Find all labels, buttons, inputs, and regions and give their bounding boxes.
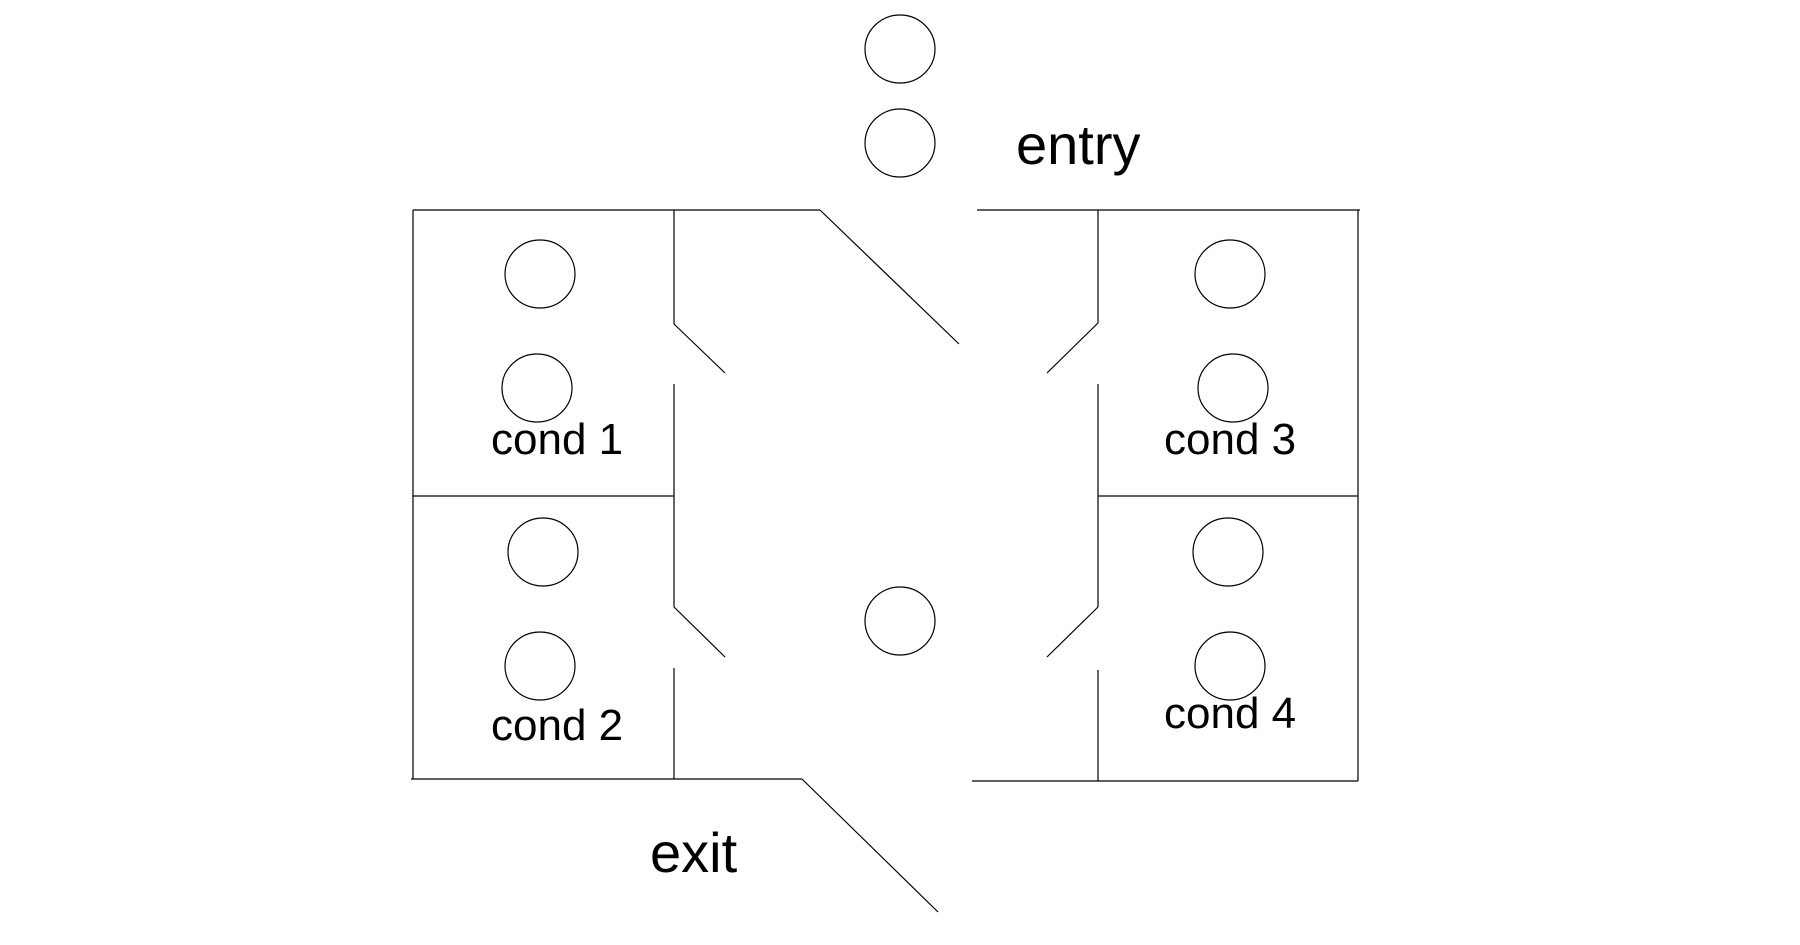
right-booth-door-upper	[1046, 322, 1099, 374]
right-booth-door-lower	[1046, 606, 1099, 658]
doors	[801, 209, 960, 913]
labels: entry exit cond 1 cond 2 cond 3 cond 4	[491, 113, 1296, 884]
left-booths	[413, 210, 726, 779]
cond2-person-circle	[507, 517, 579, 587]
cond1-person-circle	[504, 239, 576, 309]
people	[501, 14, 1269, 701]
cond4-person-circle	[1192, 517, 1264, 587]
cond3-person-circle	[1194, 239, 1266, 309]
entry-person-circle	[864, 14, 936, 84]
entry-door	[819, 209, 960, 345]
cond1-label: cond 1	[491, 415, 623, 464]
cond3-label: cond 3	[1164, 415, 1296, 464]
left-booth-door-lower	[673, 606, 726, 658]
cond2-label: cond 2	[491, 701, 623, 750]
cond2-person-circle	[504, 631, 576, 701]
entry-label: entry	[1016, 113, 1141, 176]
cond4-label: cond 4	[1164, 689, 1296, 738]
cond3-person-circle	[1197, 353, 1269, 423]
left-booth-door-upper	[673, 323, 726, 374]
entry-person-circle	[864, 108, 936, 178]
exit-door	[801, 778, 939, 913]
right-booths	[1046, 210, 1358, 781]
cond4-person-circle	[1194, 631, 1266, 701]
outer-walls	[411, 209, 1360, 782]
center-person-circle	[864, 586, 936, 656]
exit-label: exit	[650, 821, 738, 884]
cond1-person-circle	[501, 353, 573, 423]
